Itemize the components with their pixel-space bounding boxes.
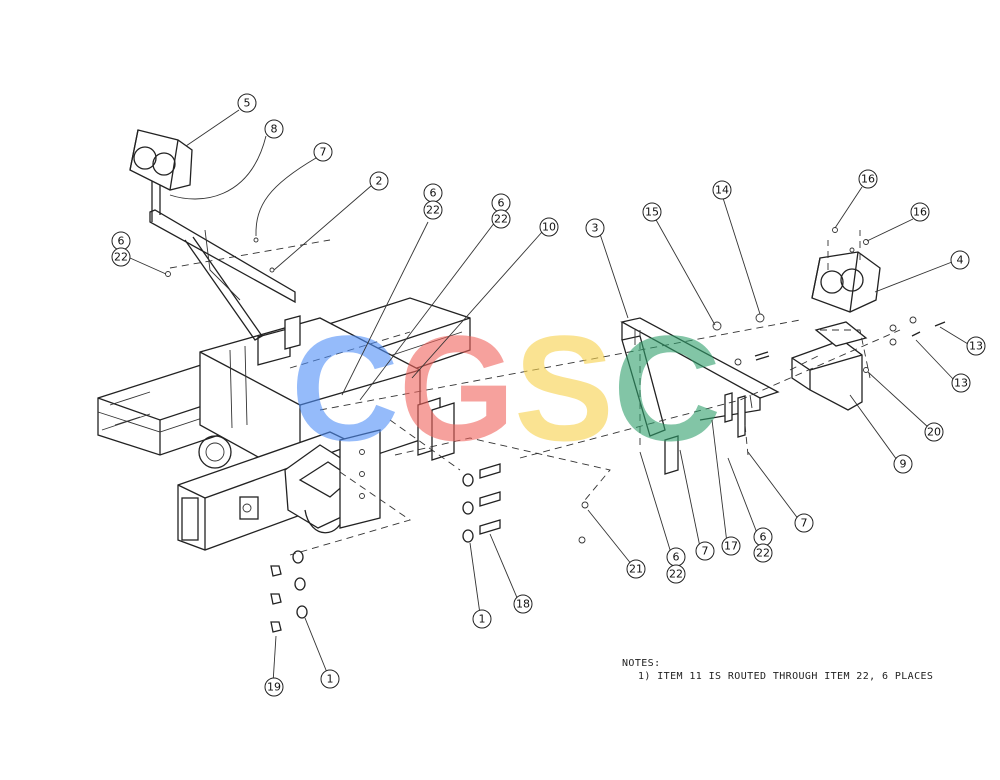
svg-text:15: 15: [645, 206, 659, 219]
callout-1: 1: [320, 669, 340, 689]
svg-text:7: 7: [801, 517, 808, 530]
callout-14: 14: [712, 180, 732, 200]
callout-7: 7: [794, 513, 814, 533]
svg-text:1: 1: [479, 613, 486, 626]
callout-19: 19: [264, 677, 284, 697]
svg-text:20: 20: [927, 426, 941, 439]
right-lamp-housing: [811, 251, 881, 313]
svg-text:22: 22: [494, 213, 508, 226]
callout-15: 15: [642, 202, 662, 222]
callout-22: 22: [423, 200, 443, 220]
svg-text:21: 21: [629, 563, 643, 576]
callout-13: 13: [951, 373, 971, 393]
svg-text:6: 6: [430, 187, 437, 200]
callout-16: 16: [910, 202, 930, 222]
callout-21: 21: [626, 559, 646, 579]
svg-text:22: 22: [756, 547, 770, 560]
watermark-letter: S: [514, 304, 614, 472]
left-lamp-housing: [129, 129, 193, 191]
callout-6: 6: [111, 231, 131, 251]
watermark: C G S C: [291, 304, 721, 472]
svg-text:13: 13: [954, 377, 968, 390]
callout-7: 7: [695, 541, 715, 561]
svg-text:5: 5: [244, 97, 251, 110]
callout-2: 2: [369, 171, 389, 191]
callout-6: 6: [666, 547, 686, 567]
svg-text:16: 16: [913, 206, 927, 219]
right-bracket-plate: [620, 317, 780, 437]
svg-text:19: 19: [267, 681, 281, 694]
svg-text:4: 4: [957, 254, 964, 267]
svg-text:16: 16: [861, 173, 875, 186]
svg-text:22: 22: [669, 568, 683, 581]
svg-text:7: 7: [320, 146, 327, 159]
svg-text:22: 22: [114, 251, 128, 264]
notes-block: NOTES: 1) ITEM 11 IS ROUTED THROUGH ITEM…: [622, 657, 933, 683]
svg-text:18: 18: [516, 598, 530, 611]
svg-text:7: 7: [702, 545, 709, 558]
svg-text:17: 17: [724, 540, 738, 553]
callout-4: 4: [950, 250, 970, 270]
watermark-letter: G: [399, 304, 516, 472]
callout-16: 16: [858, 169, 878, 189]
svg-text:9: 9: [900, 458, 907, 471]
svg-text:3: 3: [592, 222, 599, 235]
svg-text:2: 2: [376, 175, 383, 188]
svg-text:6: 6: [498, 197, 505, 210]
svg-text:1: 1: [327, 673, 334, 686]
svg-text:22: 22: [426, 204, 440, 217]
callout-22: 22: [491, 209, 511, 229]
callout-17: 17: [721, 536, 741, 556]
svg-text:6: 6: [760, 531, 767, 544]
svg-text:6: 6: [673, 551, 680, 564]
callout-22: 22: [111, 247, 131, 267]
callout-20: 20: [924, 422, 944, 442]
callout-5: 5: [237, 93, 257, 113]
assembly-centerlines: [169, 230, 901, 556]
callout-6: 6: [423, 183, 443, 203]
callout-6: 6: [491, 193, 511, 213]
spacer-plates: [417, 392, 746, 475]
hardware: [165, 227, 946, 633]
watermark-letter: C: [613, 304, 721, 472]
callout-22: 22: [666, 564, 686, 584]
callout-22: 22: [753, 543, 773, 563]
left-lamp-bracket: [149, 178, 301, 350]
right-lamp-mount: [791, 321, 868, 411]
callout-18: 18: [513, 594, 533, 614]
callout-1: 1: [472, 609, 492, 629]
callout-3: 3: [585, 218, 605, 238]
callout-8: 8: [264, 119, 284, 139]
pintle-hook: [284, 429, 381, 534]
svg-text:14: 14: [715, 184, 729, 197]
callout-13: 13: [966, 336, 986, 356]
callout-10: 10: [539, 217, 559, 237]
callout-6: 6: [753, 527, 773, 547]
svg-text:6: 6: [118, 235, 125, 248]
leader-lines: [129, 109, 969, 684]
callout-9: 9: [893, 454, 913, 474]
notes-heading: NOTES:: [622, 658, 661, 669]
note-item: 1) ITEM 11 IS ROUTED THROUGH ITEM 22, 6 …: [638, 671, 934, 682]
svg-text:13: 13: [969, 340, 983, 353]
callout-7: 7: [313, 142, 333, 162]
svg-text:8: 8: [271, 123, 278, 136]
svg-text:10: 10: [542, 221, 556, 234]
